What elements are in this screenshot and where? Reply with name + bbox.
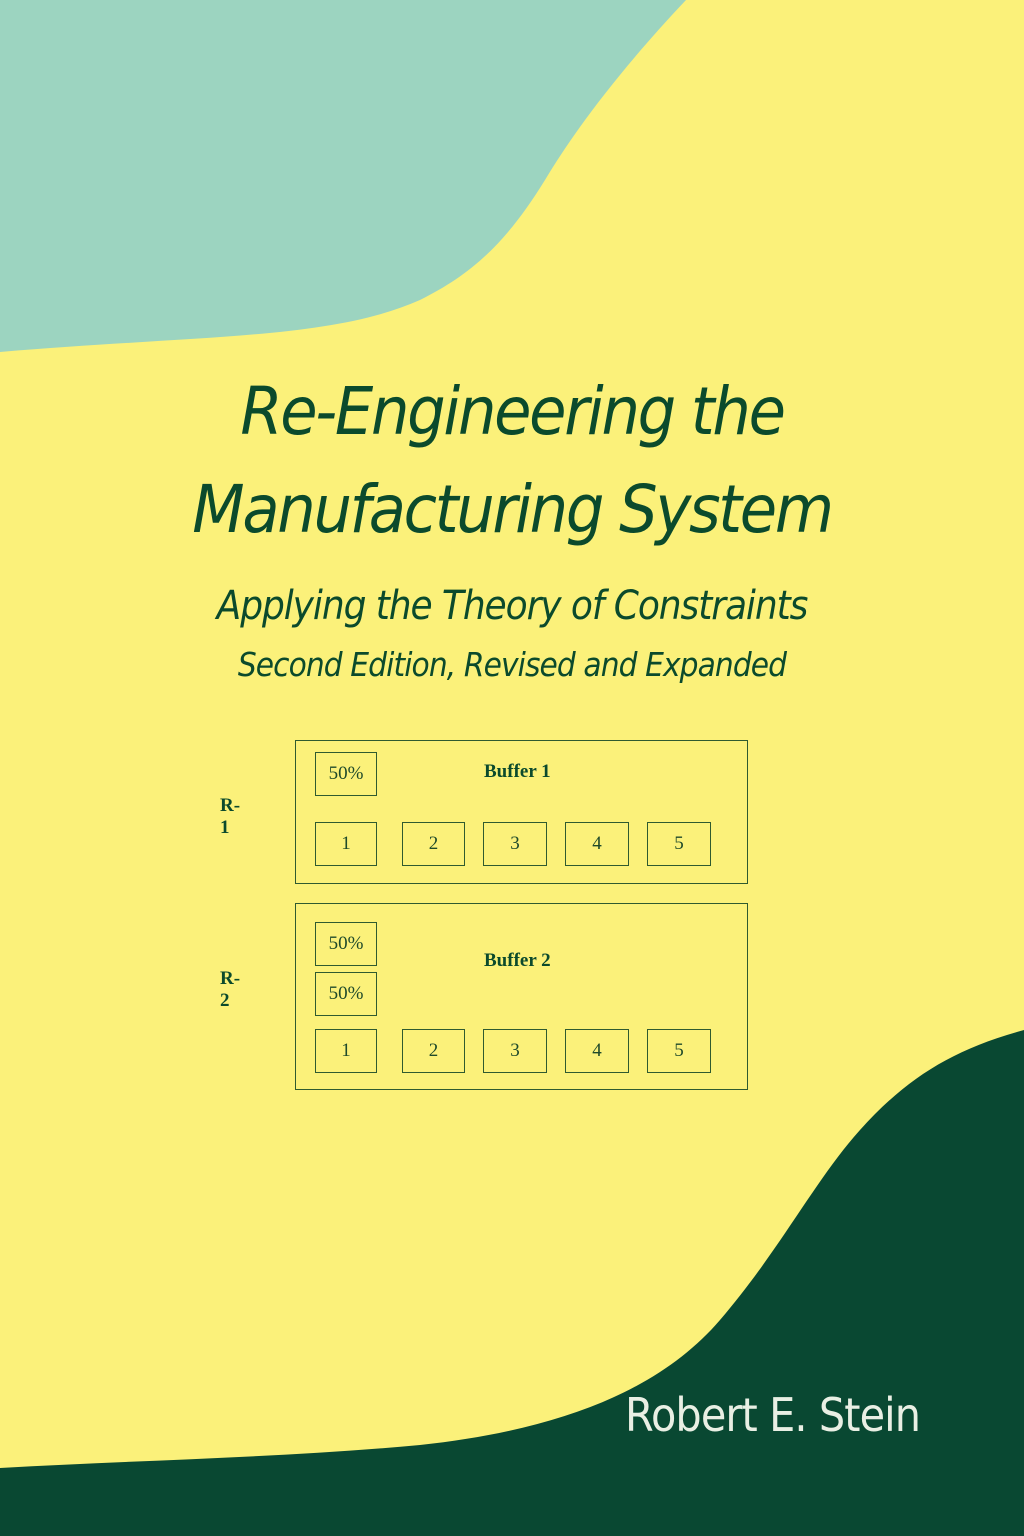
buffer-cell: 4 <box>565 822 629 866</box>
buffer-cell: 2 <box>402 822 465 866</box>
resource-label-r1: R-1 <box>220 795 241 838</box>
buffer-cell: 4 <box>565 1029 629 1073</box>
buffer-cell: 2 <box>402 1029 465 1073</box>
buffer-cell: 1 <box>315 822 377 866</box>
resource-label-r2: R-2 <box>220 968 241 1011</box>
edition-text: Second Edition, Revised and Expanded <box>237 645 787 684</box>
percent-box: 50% <box>315 972 377 1016</box>
buffer-title: Buffer 2 <box>484 950 551 971</box>
buffer-title: Buffer 1 <box>484 761 551 782</box>
author-name: Robert E. Stein <box>625 1388 921 1442</box>
buffer-cell: 5 <box>647 1029 711 1073</box>
percent-box: 50% <box>315 922 377 966</box>
buffer-cell: 1 <box>315 1029 377 1073</box>
percent-box: 50% <box>315 752 377 796</box>
buffer-box-2: 50% 50% Buffer 2 1 2 3 4 5 <box>295 903 748 1090</box>
subtitle: Applying the Theory of Constraints <box>216 583 809 629</box>
dark-green-wave-shape <box>0 1030 1024 1536</box>
title-line-2: Manufacturing System <box>192 471 834 548</box>
title-line-1: Re-Engineering the <box>240 373 786 450</box>
teal-wave-shape <box>0 0 686 352</box>
buffer-box-1: 50% Buffer 1 1 2 3 4 5 <box>295 740 748 884</box>
buffer-cell: 5 <box>647 822 711 866</box>
buffer-cell: 3 <box>483 1029 547 1073</box>
buffer-cell: 3 <box>483 822 547 866</box>
